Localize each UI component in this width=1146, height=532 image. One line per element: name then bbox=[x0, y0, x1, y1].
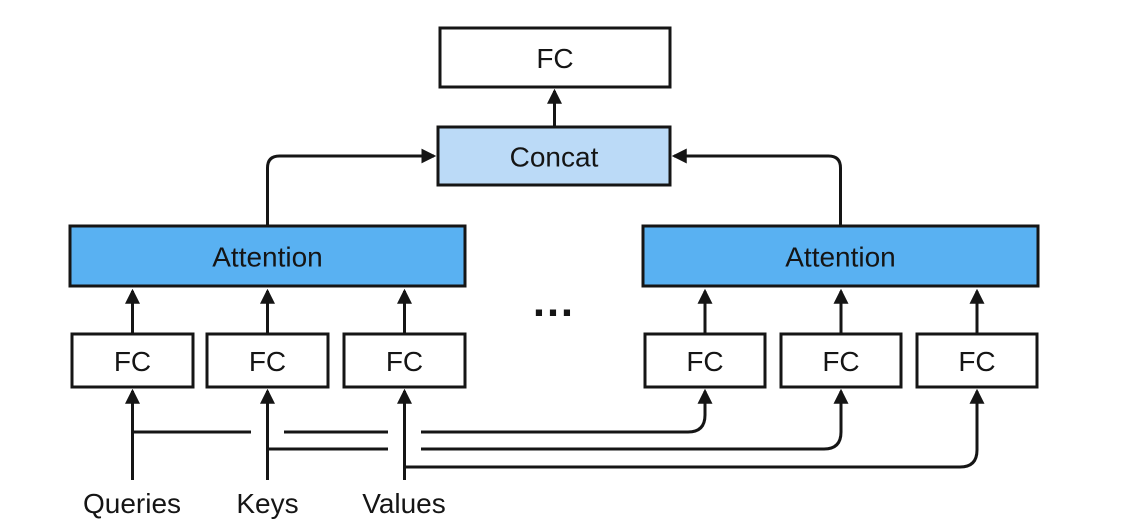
fc-left-2-box bbox=[205, 332, 330, 389]
fc-left-1-box bbox=[70, 332, 195, 389]
node-group bbox=[68, 26, 1040, 389]
connector-values-branch-to-fc-right-3 bbox=[404, 388, 985, 469]
fc-right-2-box bbox=[779, 332, 903, 389]
fc-right-1-box bbox=[643, 332, 767, 389]
connector-attention-right-to-concat bbox=[671, 148, 842, 225]
fc-right-2-label: FC bbox=[822, 346, 859, 377]
heads-ellipsis: … bbox=[531, 277, 577, 326]
queries-label: Queries bbox=[83, 488, 181, 519]
connector-attention-left-to-concat bbox=[266, 148, 437, 225]
connector-group bbox=[125, 88, 985, 480]
connector-keys-branch-to-fc-right-2 bbox=[421, 388, 849, 451]
attention-right-box bbox=[641, 224, 1040, 288]
concat-label: Concat bbox=[510, 142, 599, 173]
fc-left-2-label: FC bbox=[249, 346, 286, 377]
fc-left-1-label: FC bbox=[114, 346, 151, 377]
fc-left-3-box bbox=[342, 332, 467, 389]
concat-box bbox=[436, 125, 672, 187]
attention-right-label: Attention bbox=[785, 242, 896, 273]
connector-queries-branch-to-fc-right-1 bbox=[421, 388, 713, 434]
values-label: Values bbox=[362, 488, 446, 519]
fc-right-3-box bbox=[915, 332, 1039, 389]
fc-left-3-label: FC bbox=[386, 346, 423, 377]
output-fc-label: FC bbox=[536, 43, 573, 74]
attention-left-box bbox=[68, 224, 467, 288]
output-fc-box bbox=[438, 26, 672, 89]
label-group: FC Concat Attention Attention FC FC FC F… bbox=[83, 43, 996, 519]
keys-label: Keys bbox=[236, 488, 298, 519]
fc-right-3-label: FC bbox=[958, 346, 995, 377]
attention-left-label: Attention bbox=[212, 242, 323, 273]
fc-right-1-label: FC bbox=[686, 346, 723, 377]
